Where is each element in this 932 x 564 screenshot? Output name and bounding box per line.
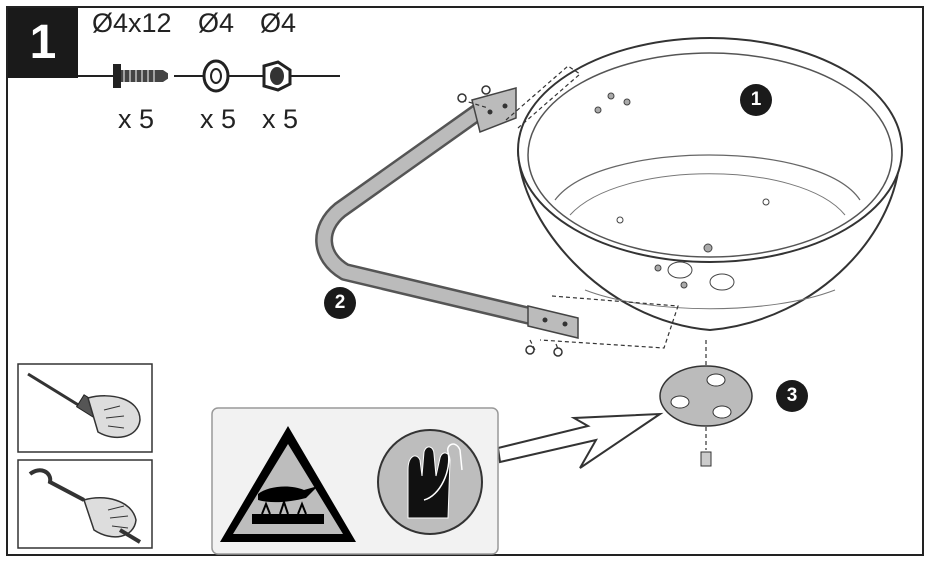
hardware-size-screw: Ø4x12 bbox=[92, 8, 172, 38]
callout-2: 2 bbox=[324, 287, 356, 319]
assembly-guides bbox=[461, 65, 707, 450]
fire-bowl bbox=[517, 37, 903, 332]
wrench-icon bbox=[28, 468, 142, 544]
hardware-qty-screw: x 5 bbox=[118, 104, 155, 134]
base-plate bbox=[659, 365, 753, 467]
step-number: 1 bbox=[8, 8, 78, 78]
tool-box-screwdriver bbox=[17, 363, 153, 453]
leg-bracket bbox=[315, 87, 579, 339]
washer-icon bbox=[202, 59, 230, 93]
hardware-qty-nut: x 5 bbox=[262, 104, 299, 134]
hardware-size-nut: Ø4 bbox=[260, 8, 297, 38]
callout-3: 3 bbox=[776, 380, 808, 412]
hot-surface-warning-icon bbox=[220, 426, 356, 542]
nut-icon bbox=[262, 60, 292, 92]
safety-panel bbox=[211, 407, 499, 555]
screwdriver-icon bbox=[27, 372, 141, 439]
hardware-row bbox=[78, 59, 340, 93]
callout-1: 1 bbox=[740, 84, 772, 116]
screw-icon bbox=[113, 64, 172, 88]
wear-gloves-icon bbox=[377, 429, 483, 535]
hardware-qty-washer: x 5 bbox=[200, 104, 237, 134]
direction-arrow bbox=[496, 412, 664, 469]
bracket-screws bbox=[457, 85, 563, 357]
tool-box-wrench bbox=[17, 459, 153, 549]
hardware-size-washer: Ø4 bbox=[198, 8, 235, 38]
